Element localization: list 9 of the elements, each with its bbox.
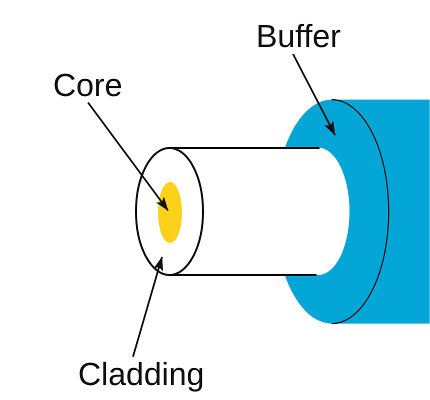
cladding-layer — [135, 147, 350, 276]
fiber-core — [158, 182, 182, 243]
leader-line — [132, 256, 164, 358]
buffer-layer — [284, 99, 430, 325]
leader-line — [292, 54, 336, 136]
part-label: Core — [53, 68, 122, 103]
leader-line — [87, 102, 169, 212]
part-label: Buffer — [256, 19, 341, 54]
part-label: Cladding — [78, 356, 204, 392]
